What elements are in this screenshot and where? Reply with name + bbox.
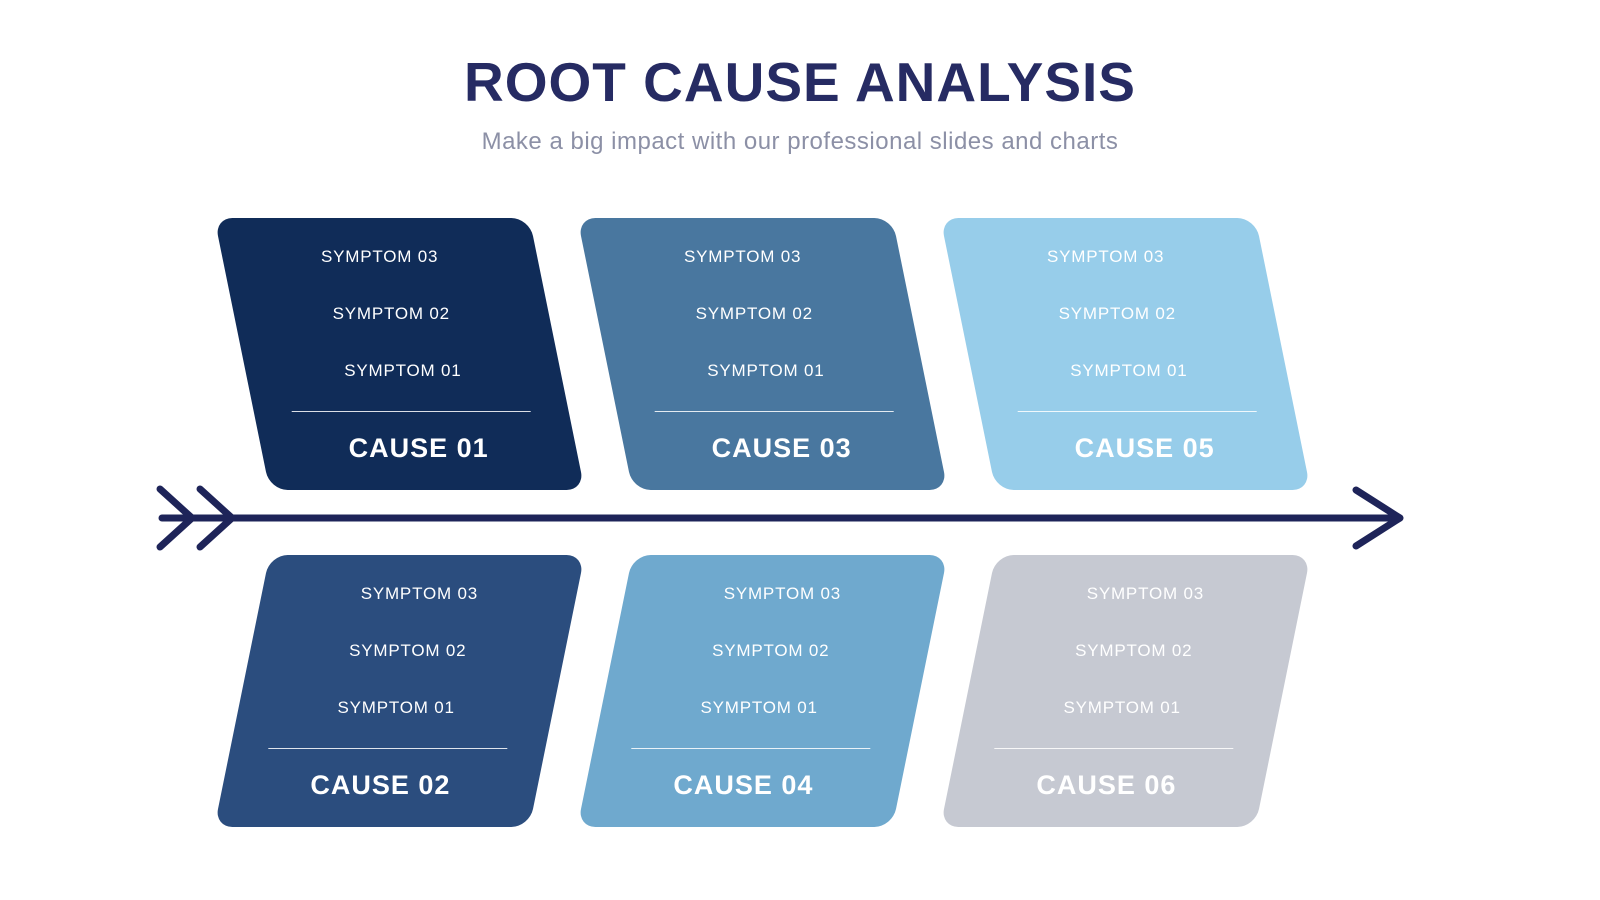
cause-card-05: SYMPTOM 03 SYMPTOM 02 SYMPTOM 01 CAUSE 0… [940, 218, 1311, 490]
symptom-label: SYMPTOM 01 [700, 698, 818, 717]
divider [654, 411, 894, 412]
symptom-label: SYMPTOM 01 [1063, 698, 1181, 717]
timeline-arrow-icon [156, 485, 1404, 551]
symptom-label: SYMPTOM 02 [712, 641, 830, 660]
cause-label: CAUSE 03 [711, 433, 852, 463]
symptom-label: SYMPTOM 03 [1086, 584, 1204, 603]
cause-label: CAUSE 02 [310, 770, 451, 800]
top-row: SYMPTOM 03 SYMPTOM 02 SYMPTOM 01 CAUSE 0… [214, 218, 1311, 490]
divider [631, 748, 871, 749]
chevron-right-icon [156, 485, 196, 551]
divider [291, 411, 531, 412]
divider [1017, 411, 1257, 412]
symptom-label: SYMPTOM 02 [1075, 641, 1193, 660]
chevron-right-icon [196, 485, 236, 551]
symptom-label: SYMPTOM 01 [344, 361, 462, 380]
symptom-label: SYMPTOM 03 [684, 247, 802, 266]
page-title: ROOT CAUSE ANALYSIS [464, 51, 1136, 113]
symptom-label: SYMPTOM 02 [695, 304, 813, 323]
symptom-label: SYMPTOM 03 [1047, 247, 1165, 266]
cause-label: CAUSE 06 [1036, 770, 1177, 800]
divider [268, 748, 508, 749]
cause-label: CAUSE 04 [673, 770, 814, 800]
cause-card-03: SYMPTOM 03 SYMPTOM 02 SYMPTOM 01 CAUSE 0… [577, 218, 948, 490]
bottom-row: SYMPTOM 03 SYMPTOM 02 SYMPTOM 01 CAUSE 0… [214, 555, 1311, 827]
cause-card-02: SYMPTOM 03 SYMPTOM 02 SYMPTOM 01 CAUSE 0… [214, 555, 585, 827]
cause-card-04: SYMPTOM 03 SYMPTOM 02 SYMPTOM 01 CAUSE 0… [577, 555, 948, 827]
header: ROOT CAUSE ANALYSIS Make a big impact wi… [0, 50, 1600, 156]
cause-label: CAUSE 01 [348, 433, 489, 463]
cause-card-06: SYMPTOM 03 SYMPTOM 02 SYMPTOM 01 CAUSE 0… [940, 555, 1311, 827]
symptom-label: SYMPTOM 02 [1058, 304, 1176, 323]
symptom-label: SYMPTOM 02 [349, 641, 467, 660]
divider [994, 748, 1234, 749]
page-subtitle: Make a big impact with our professional … [481, 128, 1119, 155]
cause-card-01: SYMPTOM 03 SYMPTOM 02 SYMPTOM 01 CAUSE 0… [214, 218, 585, 490]
symptom-label: SYMPTOM 01 [707, 361, 825, 380]
symptom-label: SYMPTOM 03 [360, 584, 478, 603]
symptom-label: SYMPTOM 02 [332, 304, 450, 323]
symptom-label: SYMPTOM 03 [723, 584, 841, 603]
arrowhead-right-icon [1352, 486, 1404, 550]
symptom-label: SYMPTOM 01 [1070, 361, 1188, 380]
cause-label: CAUSE 05 [1074, 433, 1215, 463]
symptom-label: SYMPTOM 01 [337, 698, 455, 717]
symptom-label: SYMPTOM 03 [321, 247, 439, 266]
